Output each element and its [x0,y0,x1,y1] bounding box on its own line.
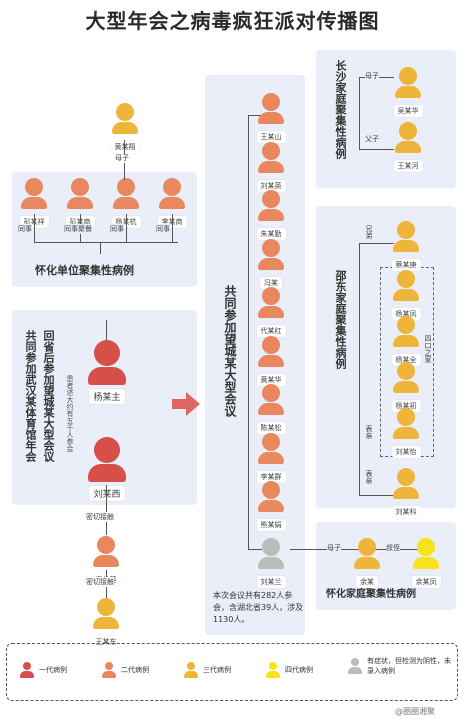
person-node-gen2: 李某群 [249,432,293,483]
person-icon [397,468,415,486]
legend [6,643,458,701]
watermark: @圈圈湘聚 [395,707,435,716]
person-icon [399,122,417,140]
changsha-title: 长沙家庭聚集性病例 [334,60,347,159]
person-icon [117,178,135,196]
meeting-panel [205,75,305,635]
person-node-gen3: 杨某凤 [384,270,428,320]
family-label: 四口之家 [424,335,432,363]
legend-gray: 有症状，但检测为阴性，未录入病例 [346,656,454,676]
person-node-gen2: 冯某 [249,238,293,289]
person-icon [97,536,115,554]
person-node-gen3: 余某 [345,538,389,588]
person-icon [262,287,280,305]
person-icon [25,178,43,196]
meeting-title: 共同参加望城某大型会议 [223,285,237,417]
relation-label: 母子 [115,154,129,162]
relation-label: 同事 [156,224,170,234]
relation-label: 同事聚餐 [64,224,92,234]
person-icon [71,178,89,196]
person-node-gen3: 杨某全 [384,316,428,366]
event-title-2: 共同参加武汉某体育馆年会 [24,330,37,462]
person-icon [397,362,415,380]
event-title: 回省后参加望城某大型会议 [42,330,55,462]
person-icon [397,316,415,334]
unit-title: 怀化单位聚集性病例 [35,264,134,277]
person-icon [399,67,417,85]
person-node-gen1: 杨某主 [82,340,132,404]
relation-label: 同事 [18,224,32,234]
shaodong-title: 邵东家庭聚集性病例 [334,270,347,369]
legend-gen4: 四代病例 [264,662,313,678]
person-node-gen3: 蔡某庚 [384,221,428,271]
person-node-gen2: 陈某松 [249,384,293,434]
legend-gen1: 一代病例 [18,662,67,678]
person-node-gen2: 黄某华 [249,335,293,386]
person-icon [397,270,415,288]
person-node-gen2: 代某红 [249,287,293,337]
person-icon [262,238,280,257]
person-icon [262,432,280,451]
huaihua-family-title: 怀化家庭聚集性病例 [326,589,416,600]
person-icon [262,335,280,354]
person-node-gen3: 刘某科 [384,468,428,518]
person-icon [397,221,415,239]
person-icon [94,340,120,366]
person-icon [163,178,181,196]
shaodong-panel [316,206,456,508]
person-icon [116,103,134,121]
person-icon [262,481,280,499]
legend-gen2: 二代病例 [100,662,149,678]
contact-label: 密切接触 [86,577,114,587]
contact-label: 密切接触 [86,512,114,522]
person-icon [397,408,415,426]
right-arrow-icon [172,392,200,416]
person-node-gen3: 杨某初 [384,362,428,412]
person-icon [262,141,280,160]
person-icon [417,538,435,556]
person-node-gen2: 朱某勤 [249,190,293,240]
person-node-gen2: 刘某英 [249,141,293,192]
person-icon [262,93,280,111]
person-node-gray: 刘某兰 [249,538,293,588]
person-icon [358,538,376,556]
person-icon [262,538,280,556]
changsha-panel [316,50,456,188]
relation-label: 同事 [110,224,124,234]
person-node-gen4: 余某凤 [404,538,448,588]
person-icon [97,598,115,616]
meeting-note: 本次会议共有282人参会，含湖北省39人，涉及1130人。 [213,591,304,624]
page-title: 大型年会之病毒疯狂派对传播图 [85,9,380,33]
person-icon [94,437,120,463]
person-node-gen3: 王某东 [84,598,128,648]
person-node-gen3: 王某河 [386,122,430,172]
person-icon [262,190,280,208]
person-node-gen1: 刘某西 [82,437,132,501]
person-node-gen3: 刘某怡 [384,408,428,458]
person-node-gen2: 熊某娟 [249,481,293,531]
person-icon [262,384,280,402]
legend-gen3: 三代病例 [182,662,231,678]
event-note: 患者述大约有五千人参会 [66,375,74,452]
person-node-gen3: 吴某华 [386,67,430,117]
person-node: 黄某翔 [103,103,147,153]
person-node-gen2: 王某山 [249,93,293,143]
